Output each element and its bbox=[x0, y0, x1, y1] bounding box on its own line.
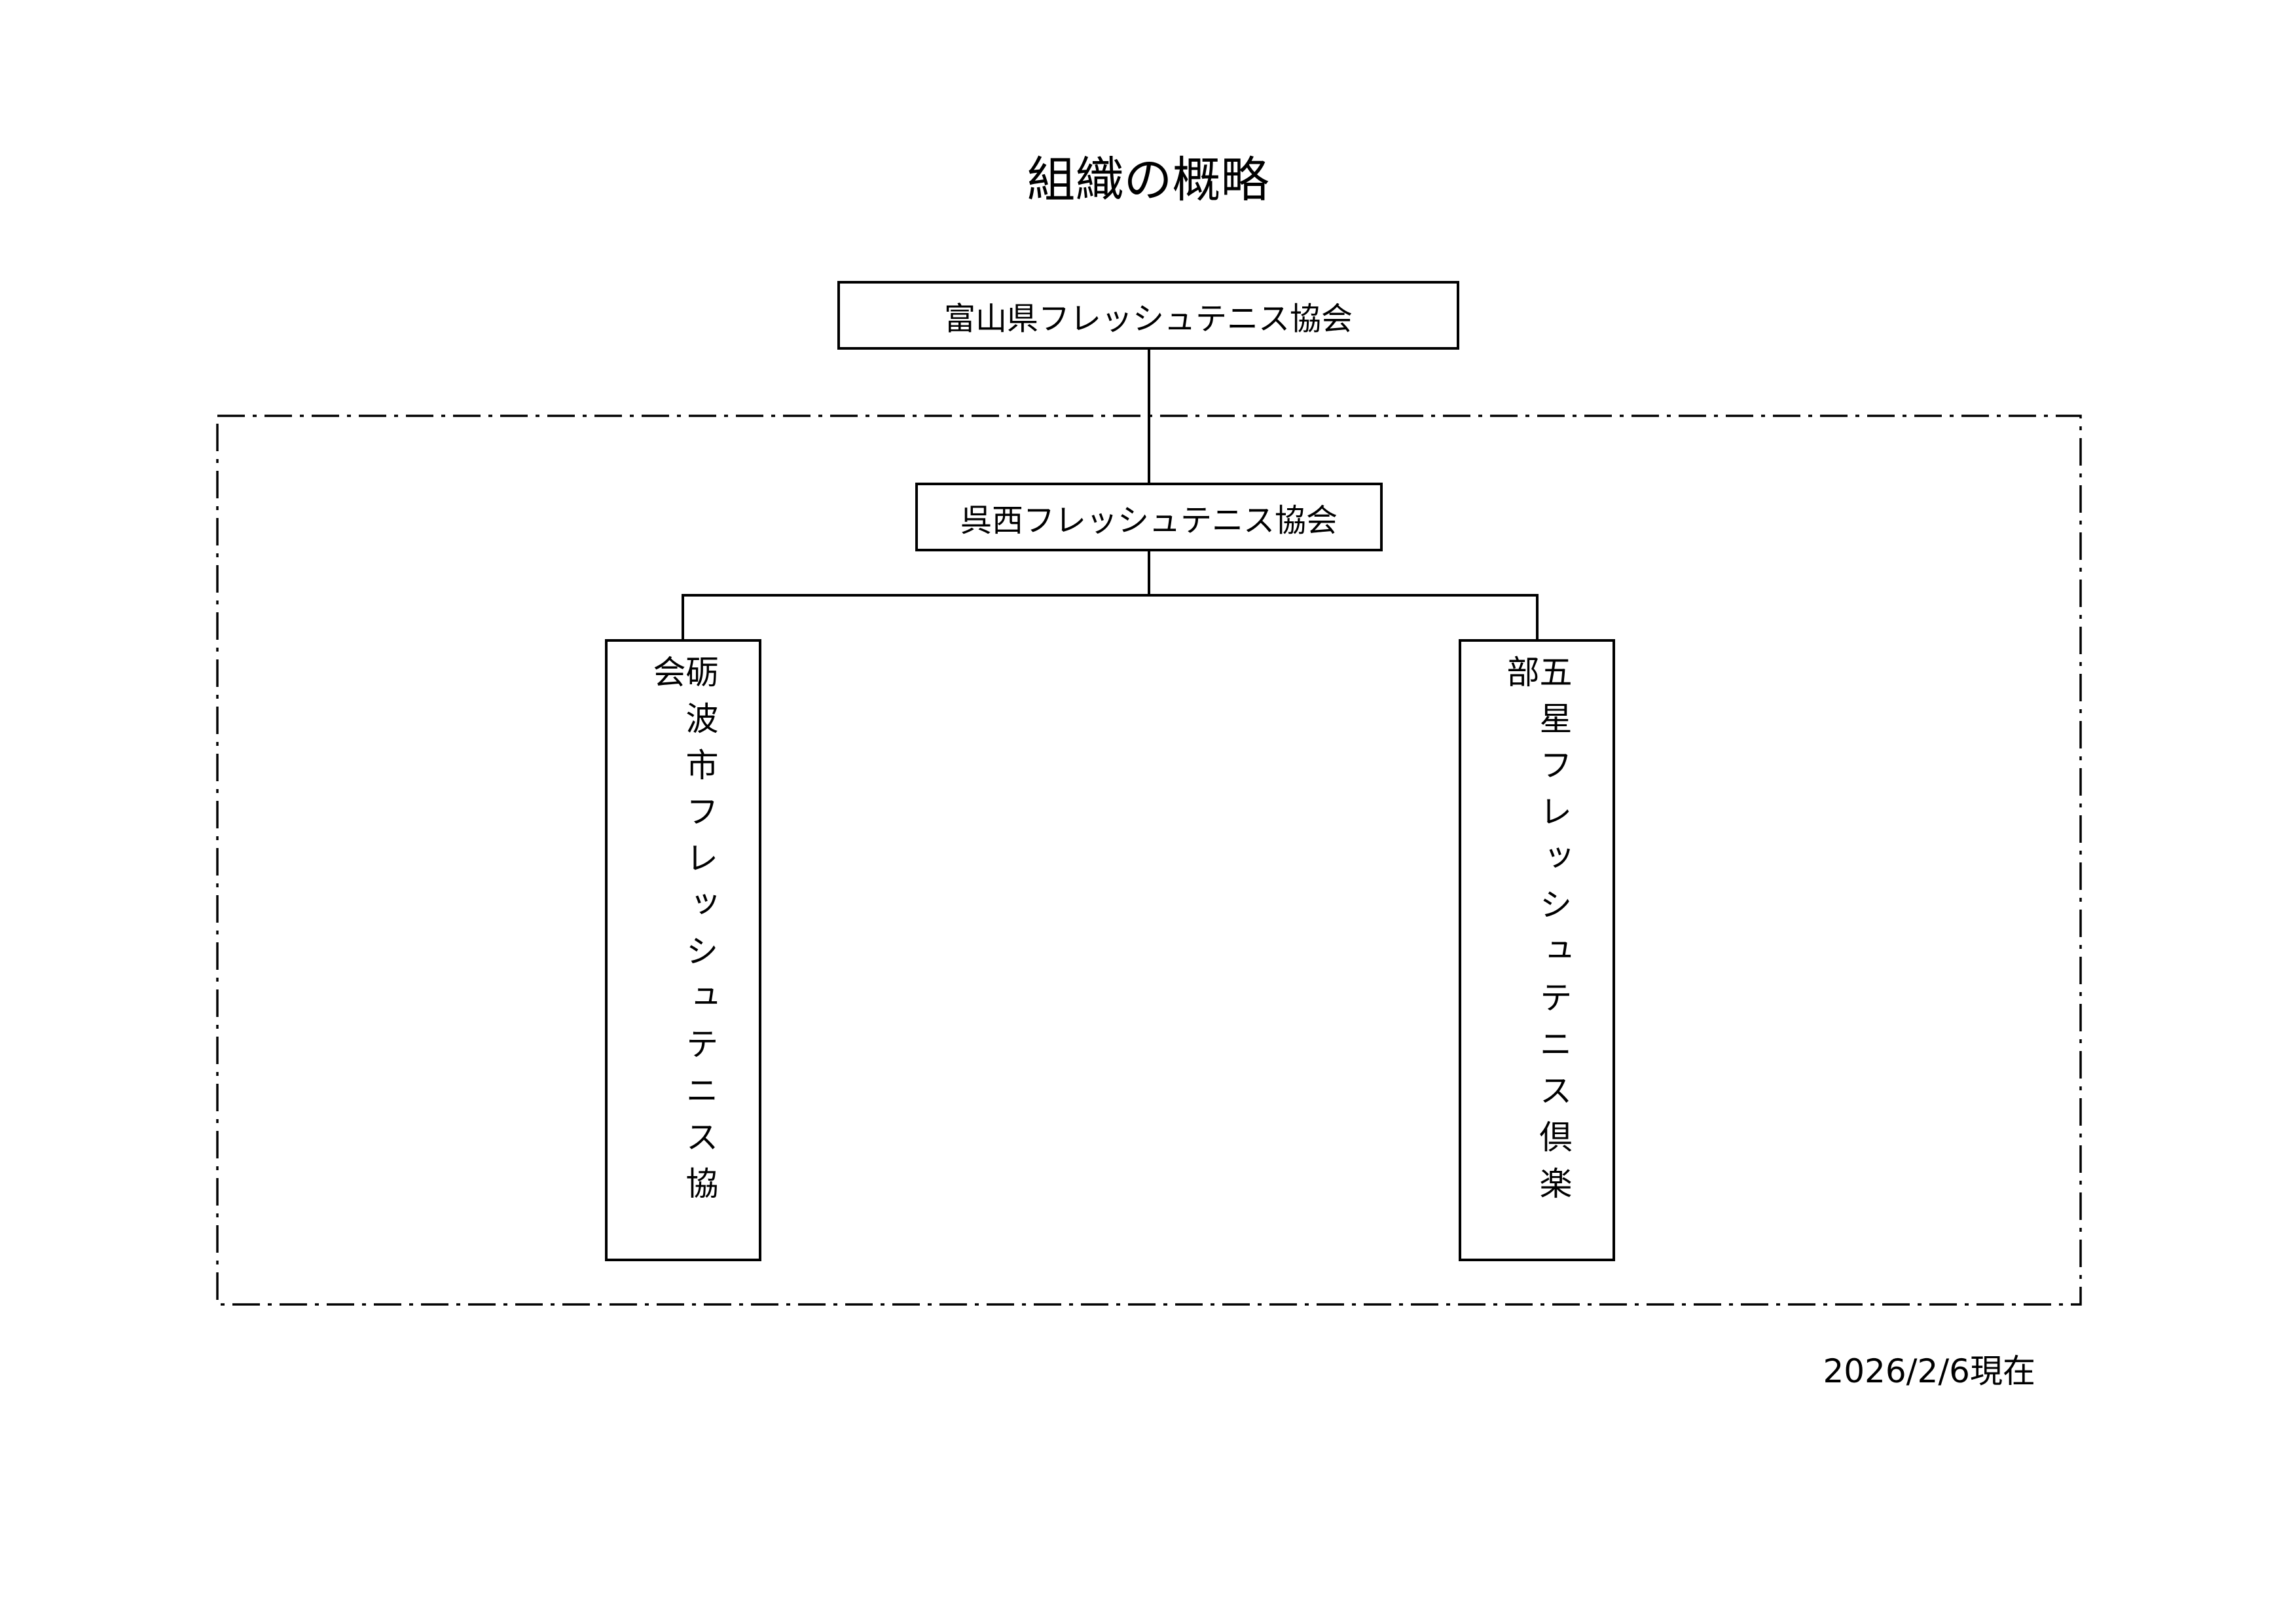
node-label: 呉西フレッシュテニス協会 bbox=[960, 502, 1338, 539]
node-gosei-club: 五星フレッシュテニス倶楽部 bbox=[1459, 639, 1615, 1261]
node-tonami-association: 砺波市フレッシュテニス協会 bbox=[605, 639, 761, 1261]
date-note: 2026/2/6現在 bbox=[1823, 1352, 2035, 1390]
node-gosei-association: 呉西フレッシュテニス協会 bbox=[915, 483, 1383, 551]
node-label: 富山県フレッシュテニス協会 bbox=[943, 300, 1353, 337]
node-label: 砺波市フレッシュテニス協会 bbox=[647, 655, 719, 1213]
node-label: 五星フレッシュテニス倶楽部 bbox=[1501, 655, 1573, 1213]
page-title: 組織の概略 bbox=[1027, 152, 1269, 208]
node-toyama-association: 富山県フレッシュテニス協会 bbox=[837, 281, 1459, 350]
